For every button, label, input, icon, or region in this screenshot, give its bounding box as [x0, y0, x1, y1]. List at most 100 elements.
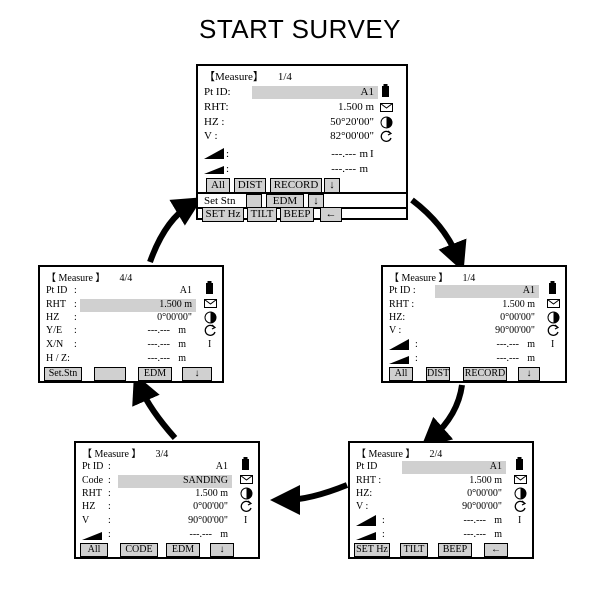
- v-row: V : 90°00'00": [82, 515, 228, 526]
- v-row: V : 82°00'00": [204, 130, 374, 143]
- pt-id-value[interactable]: A1: [522, 285, 535, 296]
- code-button[interactable]: CODE: [120, 543, 158, 557]
- v-label: V :: [356, 501, 369, 512]
- pt-id-value[interactable]: A1: [215, 461, 228, 472]
- next-page-button[interactable]: ↓: [210, 543, 234, 557]
- page-title: START SURVEY: [198, 14, 402, 44]
- hz-label: HZ:: [389, 312, 406, 323]
- pt-id-row: Pt ID : A1: [82, 461, 228, 472]
- pt-id-label: Pt ID: [82, 461, 104, 472]
- sd-value: ---.---: [331, 148, 356, 160]
- rht-row: RHT : 1.500 m: [356, 475, 506, 487]
- rht-row: RHT: 1.500 m: [204, 101, 374, 114]
- hd-value: ---.---: [496, 353, 519, 364]
- back-button[interactable]: ←: [484, 543, 508, 557]
- page-indicator: 4/4: [119, 273, 133, 284]
- next-page-button[interactable]: ↓: [324, 178, 340, 193]
- screen-header: 【 Measure 】: [389, 273, 449, 284]
- dist-button[interactable]: DIST: [234, 178, 266, 193]
- battery-icon: [206, 281, 213, 294]
- rotate-icon: [514, 500, 527, 512]
- v-label: V :: [204, 130, 218, 142]
- pt-id-label: Pt ID: [356, 461, 378, 472]
- v-row: V : 90°00'00": [356, 501, 506, 513]
- all-button[interactable]: All: [80, 543, 108, 557]
- slope-bar-icon: [82, 532, 102, 540]
- hd-value: ---.---: [331, 163, 356, 175]
- hz-value: 0°00'00": [500, 312, 535, 323]
- hd-unit: m: [494, 529, 502, 540]
- envelope-icon: [380, 103, 393, 112]
- envelope-icon: [547, 299, 560, 308]
- tilt-button[interactable]: TILT: [400, 543, 428, 557]
- pt-id-row: Pt ID: A1: [204, 86, 378, 99]
- measure-screen-page1-expanded: 【Measure】1/4 Pt ID: A1 RHT: 1.500 m HZ :…: [196, 64, 408, 222]
- rht-value: 1.500 m: [469, 475, 502, 486]
- set-hz-button[interactable]: SET Hz: [202, 207, 244, 222]
- all-button[interactable]: All: [389, 367, 413, 381]
- sd-value: ---.---: [496, 339, 519, 350]
- back-button[interactable]: ←: [320, 207, 342, 222]
- xn-unit: m: [178, 339, 186, 350]
- hz-label: HZ: [82, 501, 96, 512]
- pt-id-row: Pt ID : A1: [46, 285, 192, 296]
- all-button[interactable]: All: [206, 178, 230, 193]
- ye-value: ---.---: [147, 325, 170, 336]
- sd-unit: m: [494, 515, 502, 526]
- rht-value[interactable]: 1.500 m: [159, 299, 192, 310]
- half-circle-icon: [380, 116, 393, 129]
- measure-screen-page1: 【 Measure 】1/4 Pt ID : A1 RHT : 1.500 m …: [381, 265, 567, 383]
- hz-row: HZ: 0°00'00": [389, 312, 539, 324]
- hz-row: HZ: 0°00'00": [356, 488, 506, 500]
- horizontal-distance-row: : ---.--- m: [356, 529, 506, 541]
- pt-id-value[interactable]: A1: [489, 461, 502, 472]
- code-value[interactable]: SANDING: [183, 475, 228, 486]
- slope-bar-icon: [389, 339, 409, 350]
- xn-label: X/N: [46, 339, 64, 350]
- rotate-icon: [380, 130, 393, 142]
- ye-unit: m: [178, 325, 186, 336]
- set-hz-button[interactable]: SET Hz: [354, 543, 390, 557]
- edm-button[interactable]: EDM: [166, 543, 200, 557]
- next-page-button[interactable]: ↓: [308, 194, 324, 209]
- hz-value: 0°00'00": [467, 488, 502, 499]
- pt-id-highlight: [252, 86, 378, 99]
- set-stn-button[interactable]: Set.Stn: [44, 367, 82, 381]
- next-page-button[interactable]: ↓: [182, 367, 212, 381]
- slope-distance-row: : ---.--- m: [204, 148, 374, 161]
- slope-distance-row: : ---.--- m: [356, 515, 506, 527]
- battery-icon: [382, 84, 389, 97]
- pt-id-value[interactable]: A1: [179, 285, 192, 296]
- beep-button[interactable]: BEEP: [438, 543, 472, 557]
- xn-value: ---.---: [147, 339, 170, 350]
- page-indicator: 1/4: [462, 273, 476, 284]
- rht-row: RHT : 1.500 m: [46, 299, 196, 312]
- screen-header: 【Measure】: [204, 71, 264, 83]
- v-value: 90°00'00": [462, 501, 502, 512]
- record-button[interactable]: RECORD: [463, 367, 507, 381]
- next-page-button[interactable]: ↓: [518, 367, 540, 381]
- record-button[interactable]: RECORD: [270, 178, 322, 193]
- set-stn-button[interactable]: Set Stn: [200, 194, 244, 209]
- screen-header: 【 Measure 】: [46, 273, 106, 284]
- half-circle-icon: [240, 487, 253, 500]
- hd-value: ---.---: [463, 529, 486, 540]
- rotate-icon: [547, 324, 560, 336]
- marker: I: [551, 339, 555, 350]
- pt-id-value[interactable]: A1: [360, 86, 374, 98]
- envelope-icon: [240, 475, 253, 484]
- blank-button[interactable]: [94, 367, 126, 381]
- measure-screen-page2: 【 Measure 】2/4 Pt ID A1 RHT : 1.500 m HZ…: [348, 441, 534, 559]
- pt-id-label: Pt ID :: [389, 285, 416, 296]
- sd-unit: m: [359, 148, 368, 160]
- screen-header: 【 Measure 】: [82, 449, 142, 460]
- dist-button[interactable]: DIST: [426, 367, 450, 381]
- marker: I: [518, 515, 522, 526]
- ye-row: Y/E : ---.--- m: [46, 325, 186, 336]
- edm-button[interactable]: EDM: [138, 367, 172, 381]
- tilt-button[interactable]: TILT: [247, 207, 277, 222]
- beep-button[interactable]: BEEP: [280, 207, 314, 222]
- arrow-left-to-top: [147, 197, 203, 264]
- page-indicator: 2/4: [429, 449, 443, 460]
- pt-id-label: Pt ID: [46, 285, 68, 296]
